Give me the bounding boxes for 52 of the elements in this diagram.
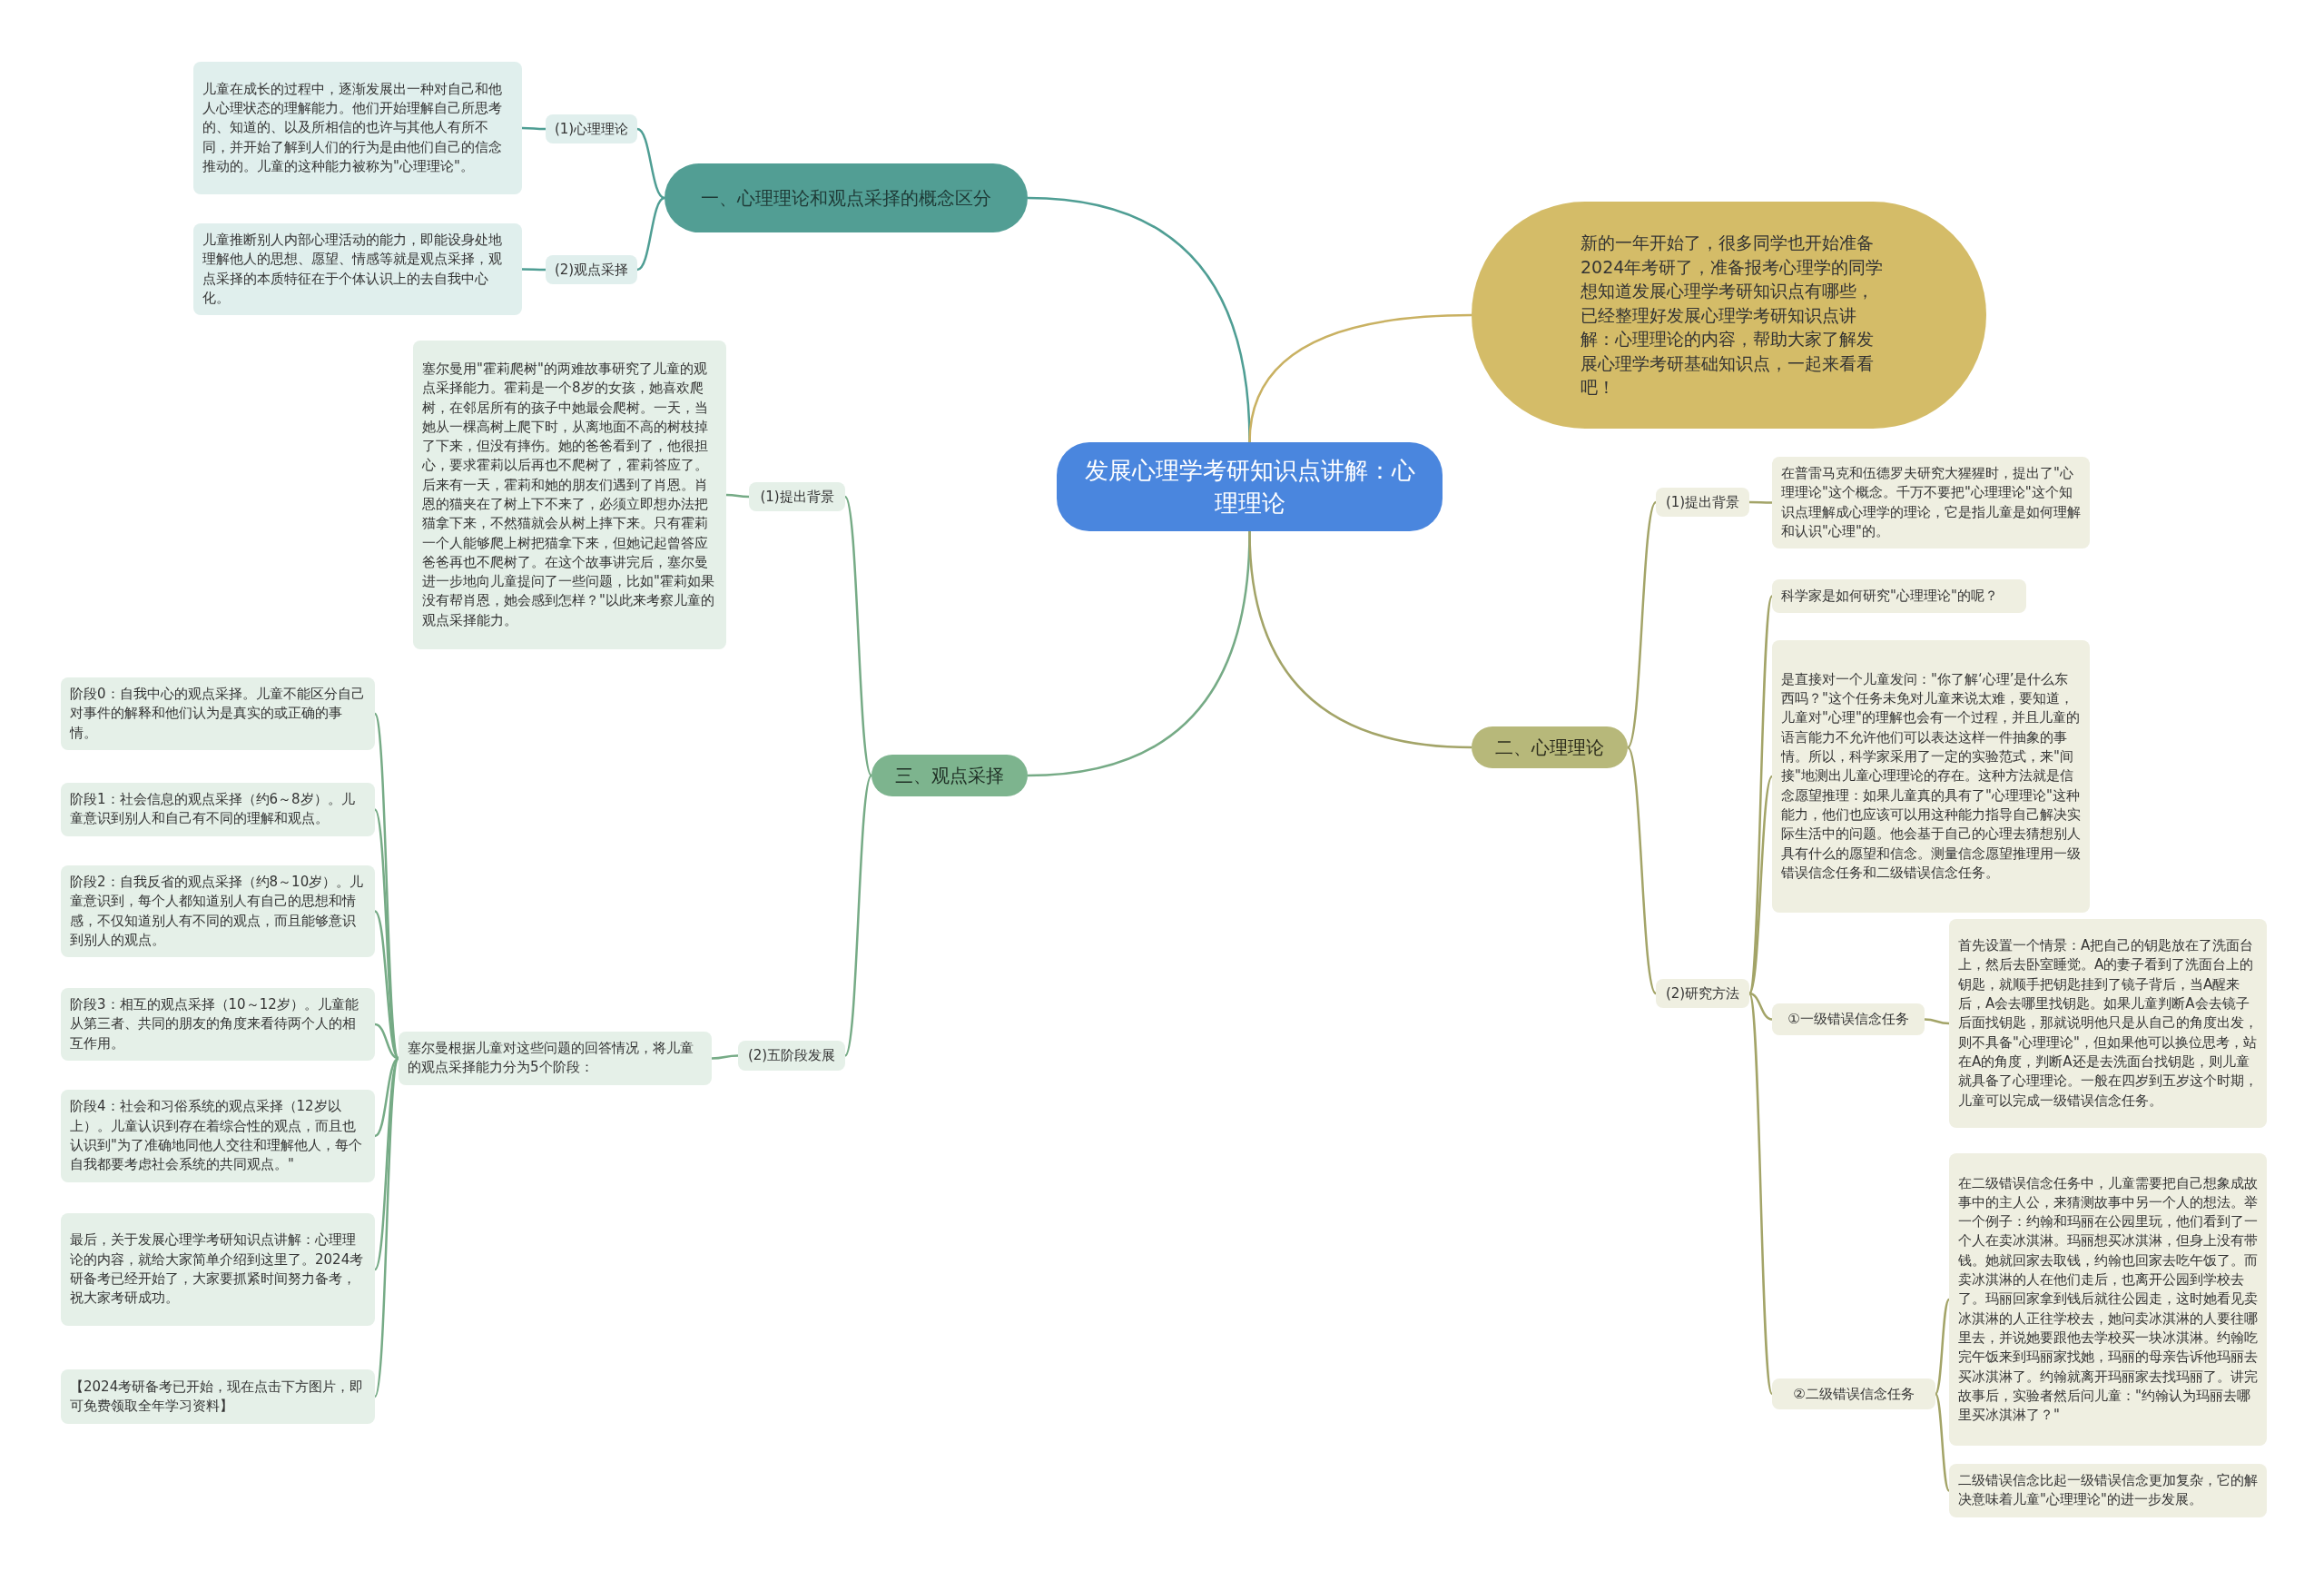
subtopic-label: ①一级错误信念任务: [1772, 1003, 1925, 1035]
note-box: 科学家是如何研究"心理理论"的呢？: [1772, 579, 2026, 614]
note-box: 阶段4：社会和习俗系统的观点采择（12岁以上）。儿童认识到存在着综合性的观点，而且也认识到"为了准确地同他人交往和理解他人，每个自我都要考虑社会系统的共同观点。": [61, 1090, 375, 1182]
connector-line: [374, 1057, 399, 1138]
connector-line: [1935, 1299, 1950, 1395]
connector-line: [843, 775, 873, 1057]
subtopic-label: (2)研究方法: [1656, 979, 1749, 1008]
note-box: 在普雷马克和伍德罗夫研究大猩猩时，提出了"心理理论"这个概念。千万不要把"心理理论"这个知识点理解成心理学的理论，它是指儿童是如何理解和认识"心理"的。: [1772, 457, 2090, 549]
subtopic-label: (1)提出背景: [749, 482, 845, 511]
connector-line: [711, 1054, 739, 1060]
branch-topic: 二、心理理论: [1472, 726, 1628, 768]
note-box: 在二级错误信念任务中，儿童需要把自己想象成故事中的主人公，来猜测故事中另一个人的想法。举一个例子：约翰和玛丽在公园里玩，他们看到了一个人在卖冰淇淋。玛丽想买冰淇淋，但身上没有带钱。她就回家去取钱，约翰也回家去吃午饭了。而卖冰淇淋的人在他们走后，也离开公园到学校去了。玛丽回家拿到钱后就往公园走，这时她看见卖冰淇淋的人正往学校去，她问卖冰淇淋的人要往哪里去，并说她要跟他去学校买一块冰淇淋。约翰吃完午饭来到玛丽家找她，玛丽的母亲告诉他玛丽去买冰淇淋了。约翰就离开玛丽家去找玛丽了。讲完故事后，实验者然后问儿童："约翰认为玛丽去哪里买冰淇淋了？": [1949, 1153, 2267, 1446]
branch-topic: 三、观点采择: [872, 755, 1028, 796]
note-box: 塞尔曼用"霍莉爬树"的两难故事研究了儿童的观点采择能力。霍莉是一个8岁的女孩，她喜欢爬树，在邻居所有的孩子中她最会爬树。一天，当她从一棵高树上爬下时，从离地面不高的树枝掉了下来，但没有摔伤。她的爸爸看到了，他很担心，要求霍莉以后再也不爬树了，霍莉答应了。后来有一天，霍莉和她的朋友们遇到了肖恩。肖恩的猫夹在了树上下不来了，必须立即想办法把猫拿下来，不然猫就会从树上摔下来。只有霍莉一个人能够爬上树把猫拿下来，但她记起曾答应爸爸再也不爬树了。在这个故事讲完后，塞尔曼进一步地向儿童提问了一些问题，比如"霍莉如果没有帮肖恩，她会感到怎样？"以此来考察儿童的观点采择能力。: [413, 341, 726, 649]
note-box: 塞尔曼根据儿童对这些问题的回答情况，将儿童的观点采择能力分为5个阶段：: [399, 1032, 712, 1085]
connector-line: [726, 493, 749, 499]
note-box: 儿童在成长的过程中，逐渐发展出一种对自己和他人心理状态的理解能力。他们开始理解自己所思考的、知道的、以及所相信的也许与其他人有所不同，并开始了解到人们的行为是由他们自己的信念推动的。儿童的这种能力被称为"心理理论"。: [193, 62, 522, 194]
note-box: 二级错误信念比起一级错误信念更加复杂，它的解决意味着儿童"心理理论"的进一步发展。: [1949, 1464, 2267, 1517]
branch-topic: 一、心理理论和观点采择的概念区分: [665, 163, 1028, 232]
connector-line: [1748, 993, 1774, 1395]
subtopic-label: (1)提出背景: [1656, 488, 1749, 517]
connector-line: [636, 196, 665, 272]
connector-line: [1626, 746, 1658, 994]
subtopic-label: ②二级错误信念任务: [1772, 1378, 1935, 1409]
connector-line: [522, 268, 546, 272]
connector-line: [636, 127, 665, 200]
intro-bubble: 新的一年开始了，很多同学也开始准备2024年考研了，准备报考心理学的同学想知道发展心理学考研知识点有哪些，已经整理好发展心理学考研知识点讲解：心理理论的内容，帮助大家了解发展心理学考研基础知识点，一起来看看吧！: [1472, 202, 1986, 429]
connector-line: [1748, 776, 1774, 994]
note-box: 阶段2：自我反省的观点采择（约8～10岁）。儿童意识到，每个人都知道别人有自己的思想和情感，不仅知道别人有不同的观点，而且能够意识到别人的观点。: [61, 865, 375, 958]
note-box: 首先设置一个情景：A把自己的钥匙放在了洗面台上，然后去卧室睡觉。A的妻子看到了洗面台上的钥匙，就顺手把钥匙挂到了镜子背后，当A醒来后，A会去哪里找钥匙。如果儿童判断A会去镜子后面找钥匙，那就说明他只是从自己的角度出发，则不具备"心理理论"，但如果他可以换位思考，站在A的角度，判断A还是去洗面台找钥匙，则儿童就具备了心理理论。一般在四岁到五岁这个时期，儿童可以完成一级错误信念任务。: [1949, 919, 2267, 1128]
subtopic-label: (2)五阶段发展: [738, 1041, 845, 1071]
note-box: 是直接对一个儿童发问："你了解‘心理’是什么东西吗？"这个任务未免对儿童来说太难，要知道，儿童对"心理"的理解也会有一个过程，并且儿童的语言能力不允许他们可以表达这样一件抽象的事情。所以，科学家采用了一定的实验范式，来"间接"地测出儿童心理理论的存在。这种方法就是信念愿望推理：如果儿童真的具有了"心理理论"这种能力，他们也应该可以用这种能力指导自己解决实际生活中的问题。他会基于自己的心理去猜想别人具有什么的愿望和信念。测量信念愿望推理用一级错误信念任务和二级错误信念任务。: [1772, 640, 2090, 913]
connector-line: [1248, 313, 1472, 443]
note-box: 阶段3：相互的观点采择（10～12岁）。儿童能从第三者、共同的朋友的角度来看待两个人的相互作用。: [61, 988, 375, 1061]
subtopic-label: (1)心理理论: [546, 114, 637, 143]
note-box: 【2024考研备考已开始，现在点击下方图片，即可免费领取全年学习资料】: [61, 1369, 375, 1424]
central-topic: 发展心理学考研知识点讲解：心理理论: [1057, 442, 1443, 531]
connector-line: [1626, 501, 1658, 748]
connector-line: [1924, 1018, 1950, 1025]
connector-line: [1749, 500, 1772, 504]
connector-line: [843, 496, 873, 776]
connector-line: [1935, 1393, 1950, 1492]
connector-line: [1248, 530, 1472, 749]
subtopic-label: (2)观点采择: [546, 255, 637, 284]
note-box: 儿童推断别人内部心理活动的能力，即能设身处地理解他人的思想、愿望、情感等就是观点采择，观点采择的本质特征在于个体认识上的去自我中心化。: [193, 223, 522, 316]
connector-line: [373, 1058, 400, 1398]
connector-line: [522, 126, 546, 131]
note-box: 阶段0：自我中心的观点采择。儿童不能区分自己对事件的解释和他们认为是真实的或正确的事情。: [61, 677, 375, 750]
note-box: 阶段1：社会信息的观点采择（约6～8岁）。儿童意识到别人和自己有不同的理解和观点。: [61, 783, 375, 836]
connector-line: [1748, 992, 1773, 1021]
connector-line: [374, 1023, 399, 1060]
note-box: 最后，关于发展心理学考研知识点讲解：心理理论的内容，就给大家简单介绍到这里了。2024考研备考已经开始了，大家要抓紧时间努力备考，祝大家考研成功。: [61, 1213, 375, 1326]
